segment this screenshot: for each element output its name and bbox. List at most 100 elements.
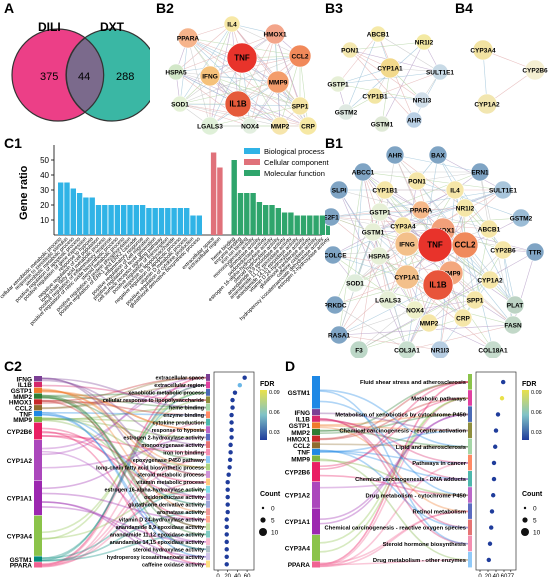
- b1-edge: [358, 251, 536, 351]
- c1-bar: [319, 215, 326, 235]
- b1-edge: [332, 254, 452, 274]
- b3-node-label: NR1I2: [415, 40, 434, 47]
- d-term-label: Pathways in cancer: [412, 461, 467, 467]
- c2-flow: [41, 376, 207, 409]
- c2-dot: [224, 539, 229, 545]
- c2-gene-block: [34, 422, 42, 440]
- c1-bar: [237, 193, 244, 235]
- c2-count-dot: [259, 528, 267, 536]
- b3-node-sult1e1: [431, 63, 449, 81]
- d-term-block: [468, 535, 472, 552]
- c2-term-block: [206, 403, 210, 411]
- d-gene-block: [312, 442, 320, 449]
- d-dot: [491, 460, 497, 466]
- d-term-label: Lipid and atherosclerosis: [396, 445, 466, 451]
- c2-term-block: [206, 478, 210, 486]
- c2-term-label: heme binding: [169, 406, 204, 412]
- b1-node-pcolce: [325, 245, 343, 265]
- c2-dot: [224, 562, 229, 567]
- b4-node-cyp2b6: [524, 59, 546, 81]
- c2-flow: [41, 399, 207, 534]
- b1-node-label: TTR: [529, 250, 542, 257]
- c1-bar: [121, 205, 127, 235]
- c1-bar: [152, 208, 158, 235]
- b3-node-pon1: [341, 41, 359, 59]
- d-term-label: Metabolism of xenobiotics by cytochrome …: [335, 412, 466, 418]
- c1-ylabel: Gene ratio: [18, 165, 30, 220]
- c2-term-block: [206, 418, 210, 426]
- b1-node-label: HSPA5: [368, 254, 390, 261]
- c2-flow: [41, 388, 207, 513]
- d-dot: [495, 412, 501, 417]
- c2-fdr-tick-label: 0.09: [269, 390, 280, 396]
- c2-dot: [237, 382, 243, 388]
- panel-label-c1: C1: [4, 135, 22, 151]
- c2-flow: [41, 506, 207, 543]
- c2-term-label: monooxygenase activity: [141, 443, 204, 449]
- b1-node-ttr: [525, 242, 545, 262]
- c2-flow: [41, 399, 207, 416]
- b2-edge: [249, 33, 276, 127]
- b1-node-ccl2: [451, 231, 479, 259]
- c2-dot: [224, 524, 229, 530]
- c2-flow: [41, 389, 207, 476]
- d-dot: [491, 493, 496, 498]
- d-flow: [319, 413, 469, 434]
- b1-node-abcb1: [479, 219, 499, 239]
- d-flow: [319, 381, 469, 432]
- d-fdr-colorbar: [522, 390, 529, 440]
- c2-flow: [41, 391, 207, 540]
- b1-node-label: RASA1: [328, 333, 350, 340]
- b2-node-ifng: [199, 65, 221, 87]
- c2-flow: [41, 412, 207, 558]
- b3-node-gstm2: [337, 103, 355, 121]
- d-gene-block: [312, 508, 320, 535]
- d-term-label: Chemical carcinogenesis - receptor activ…: [339, 429, 466, 435]
- d-count-dot: [521, 528, 529, 536]
- venn-right-count: 288: [116, 71, 134, 83]
- c2-flow: [41, 421, 207, 568]
- d-xtick-label: 40: [493, 574, 500, 577]
- c1-bar: [102, 205, 108, 235]
- b1-node-il4: [445, 180, 465, 200]
- network-b3: ABCB1PON1NR1I2CYP1A1GSTP1SULT1E1CYP1B1GS…: [327, 25, 454, 132]
- d-flow: [319, 426, 469, 513]
- d-flow: [319, 381, 469, 566]
- d-gene-label: GSTP1: [289, 423, 311, 430]
- c2-dot: [224, 517, 229, 522]
- c2-flow: [41, 533, 207, 562]
- b1-node-rasa1: [329, 325, 349, 345]
- c1-bar: [70, 188, 76, 235]
- c1-legend-swatch: [244, 159, 260, 165]
- c2-term-label: steroid metabolic process: [137, 473, 204, 479]
- d-dot: [493, 444, 498, 449]
- d-term-label: Steroid hormone biosynthesis: [383, 542, 466, 548]
- b4-node-cyp1a2: [476, 93, 498, 115]
- b1-edge: [462, 207, 466, 319]
- d-flow: [319, 381, 469, 440]
- c2-term-label: extracellular region: [154, 383, 204, 389]
- b1-edge: [502, 249, 514, 326]
- c2-gene-block: [34, 440, 42, 481]
- c2-term-block: [206, 396, 210, 404]
- c2-gene-label: MMP2: [13, 394, 32, 401]
- b1-node-label: F3: [355, 348, 363, 355]
- c2-flow: [41, 394, 207, 536]
- d-term-block: [468, 519, 472, 536]
- b1-node-label: CYP1B1: [372, 188, 398, 195]
- b3-node-nr1i2: [415, 33, 433, 51]
- b1-edge: [402, 217, 522, 227]
- d-count-dot: [523, 506, 527, 510]
- venn-left-count: 375: [40, 71, 58, 83]
- b1-node-gstp1: [370, 202, 390, 222]
- b1-node-mmp2: [419, 313, 439, 333]
- c2-term-label: enzyme binding: [163, 413, 204, 419]
- c1-bar: [217, 167, 223, 235]
- c2-gene-label: HMOX1: [9, 400, 33, 407]
- b1-node-sult1e1: [493, 180, 513, 200]
- b2-edge: [187, 37, 211, 127]
- b1-node-label: AHR: [388, 153, 402, 160]
- d-flow: [319, 450, 469, 480]
- c2-gene-block: [34, 387, 42, 393]
